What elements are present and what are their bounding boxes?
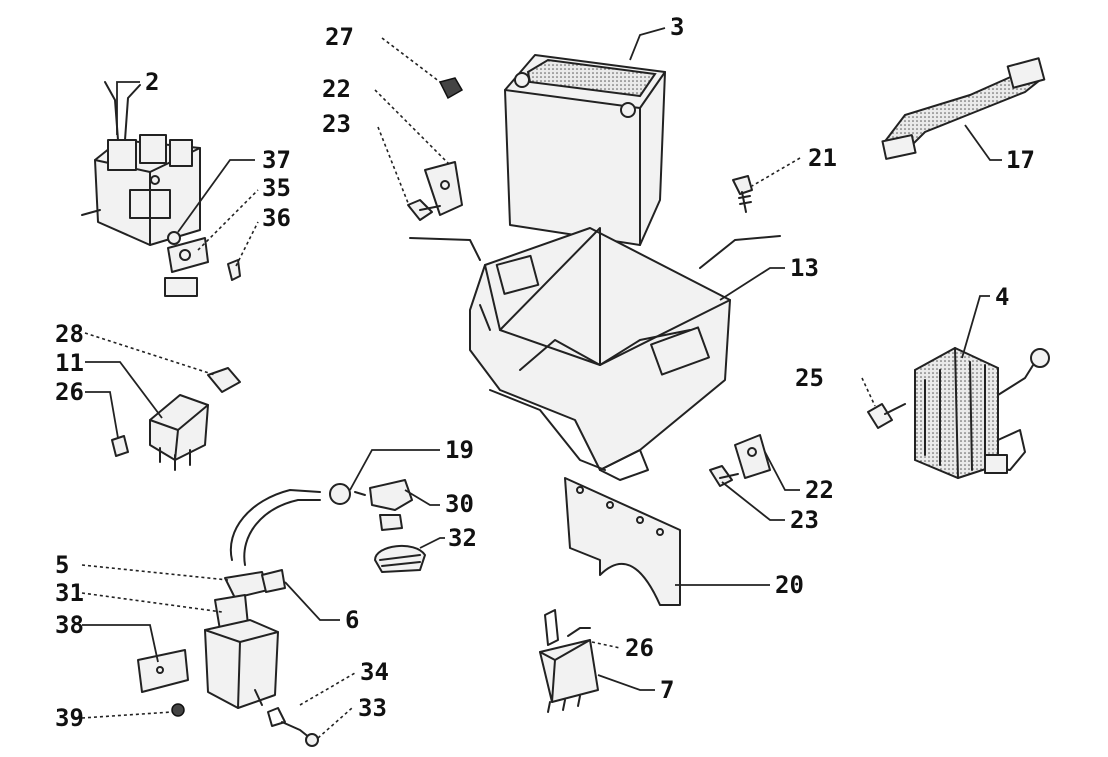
bracket-screw-icon (407, 161, 463, 221)
battery-icon (504, 54, 666, 246)
callout-3: 3 (670, 13, 684, 41)
callout-27: 27 (325, 23, 354, 51)
leader-lines (81, 27, 1002, 739)
clip-icon (438, 77, 464, 100)
callout-17: 17 (1006, 146, 1035, 174)
ignition-coil-icon (137, 569, 319, 747)
voltage-regulator-icon (914, 346, 1050, 480)
callout-33: 33 (358, 694, 387, 722)
callout-7: 7 (660, 676, 674, 704)
callout-20: 20 (775, 571, 804, 599)
screw-icon (732, 175, 753, 213)
battery-box-icon (409, 227, 781, 481)
callout-36: 36 (262, 204, 291, 232)
panel-icon (564, 477, 681, 606)
callout-22-lower: 22 (805, 476, 834, 504)
callout-26: 26 (55, 378, 84, 406)
bracket-screw-icon-2 (709, 434, 771, 487)
callout-37: 37 (262, 146, 291, 174)
callout-13: 13 (790, 254, 819, 282)
callout-31: 31 (55, 579, 84, 607)
callout-38: 38 (55, 611, 84, 639)
callout-32: 32 (448, 524, 477, 552)
strap-icon (881, 57, 1046, 160)
callout-22: 22 (322, 75, 351, 103)
callout-labels: 2 3 27 22 23 21 17 37 35 36 13 4 28 11 2… (55, 13, 1035, 732)
control-unit-icon (81, 81, 201, 246)
callout-35: 35 (262, 174, 291, 202)
callout-5: 5 (55, 551, 69, 579)
callout-28: 28 (55, 320, 84, 348)
callout-30: 30 (445, 490, 474, 518)
callout-4: 4 (995, 283, 1009, 311)
bracket-icon (164, 231, 241, 297)
callout-11: 11 (55, 349, 84, 377)
callout-6: 6 (345, 606, 359, 634)
relay-icon-2 (539, 609, 599, 713)
callout-23-lower: 23 (790, 506, 819, 534)
bolt-icon (867, 403, 906, 429)
callout-19: 19 (445, 436, 474, 464)
spark-plug-cap-icon (229, 479, 426, 573)
callout-26-lower: 26 (625, 634, 654, 662)
callout-23: 23 (322, 110, 351, 138)
relay-icon (111, 367, 241, 471)
callout-2: 2 (145, 68, 159, 96)
callout-34: 34 (360, 658, 389, 686)
callout-21: 21 (808, 144, 837, 172)
callout-39: 39 (55, 704, 84, 732)
callout-25: 25 (795, 364, 824, 392)
